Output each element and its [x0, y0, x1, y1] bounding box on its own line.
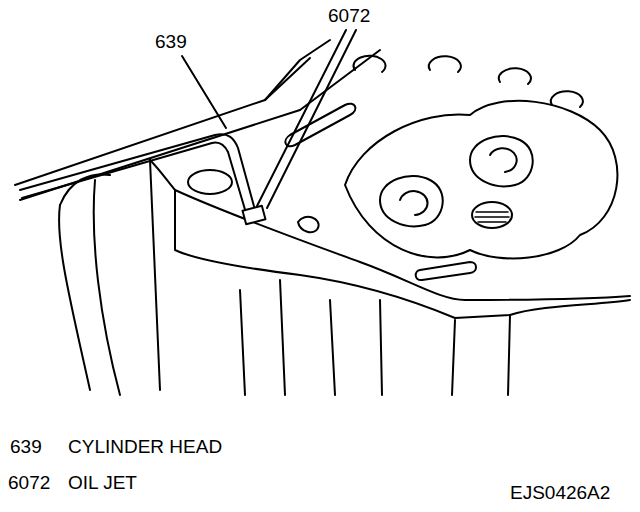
block-edge — [240, 290, 245, 395]
block-edge — [94, 180, 120, 395]
oil-jet-tube — [20, 134, 255, 210]
figure-code: EJS0426A2 — [510, 483, 610, 502]
bolt-hole — [429, 56, 461, 72]
valve-seat — [400, 191, 428, 215]
spark-plug-thread — [475, 212, 509, 222]
slot — [416, 262, 476, 280]
oil-jet-tube — [22, 143, 246, 213]
bolt-hole — [551, 91, 583, 107]
spark-plug-hole — [472, 202, 512, 228]
leader-line — [257, 30, 346, 206]
key-number: 639 — [10, 437, 42, 456]
strip — [15, 40, 330, 185]
block-edge — [330, 300, 335, 395]
leader-line — [267, 30, 356, 208]
block-edge — [508, 315, 510, 395]
block-edge — [280, 280, 285, 395]
part-name: CYLINDER HEAD — [68, 437, 222, 456]
hole — [188, 170, 232, 194]
part-name: OIL JET — [68, 473, 137, 492]
strip — [265, 58, 310, 100]
oil-jet-nozzle — [243, 206, 266, 225]
callout-number: 6072 — [328, 6, 370, 25]
block-edge — [380, 300, 382, 395]
bolt-hole — [499, 68, 531, 84]
block-edge — [150, 160, 160, 390]
key-number: 6072 — [8, 473, 50, 492]
valve-seat — [380, 176, 443, 226]
valve-seat — [470, 136, 533, 186]
strip — [20, 50, 380, 200]
slot — [298, 217, 319, 232]
valve-seat — [490, 148, 517, 172]
slot — [285, 104, 355, 147]
combustion-chamber — [345, 101, 617, 259]
block-edge — [452, 320, 455, 395]
bolt-hole — [353, 56, 385, 72]
deck-edge — [150, 160, 630, 318]
block-edge — [59, 205, 90, 390]
callout-number: 639 — [155, 32, 187, 51]
leader-line — [182, 56, 226, 128]
